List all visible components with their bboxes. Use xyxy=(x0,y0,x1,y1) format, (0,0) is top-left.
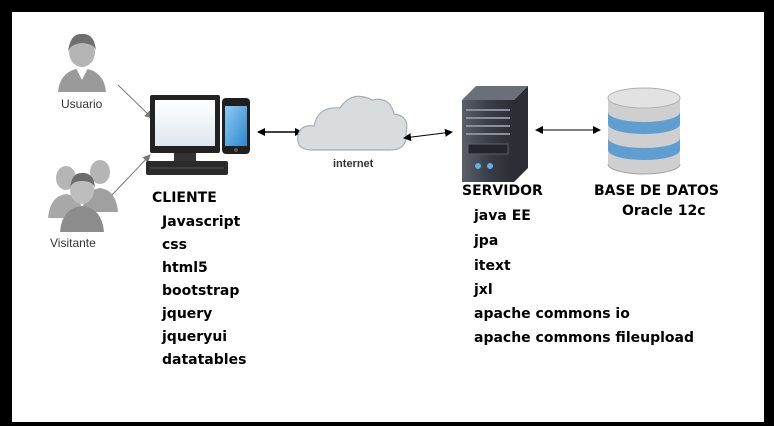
cliente-item: datatables xyxy=(162,352,246,368)
visitante-group-icon xyxy=(48,160,118,232)
database-icon xyxy=(607,87,681,175)
servidor-item: jxl xyxy=(473,282,493,298)
server-tower-icon xyxy=(462,86,528,182)
internet-server-arrow xyxy=(403,128,453,142)
desktop-computer-icon xyxy=(146,95,228,175)
usuario-to-client-arrow xyxy=(117,84,153,119)
servidor-item: jpa xyxy=(473,233,498,249)
cliente-title: CLIENTE xyxy=(152,190,217,206)
servidor-item: apache commons fileupload xyxy=(474,330,694,346)
servidor-title: SERVIDOR xyxy=(462,183,543,199)
cliente-item: jqueryui xyxy=(161,329,227,345)
internet-label: internet xyxy=(333,158,374,170)
cliente-item: jquery xyxy=(161,306,212,322)
cliente-item: css xyxy=(162,237,187,253)
cliente-item: bootstrap xyxy=(162,283,239,299)
database-subtitle: Oracle 12c xyxy=(622,203,706,219)
mobile-phone-icon xyxy=(222,98,250,154)
cliente-item: html5 xyxy=(162,260,208,276)
cloud-icon xyxy=(297,95,408,151)
servidor-item: java EE xyxy=(473,208,531,224)
database-title: BASE DE DATOS xyxy=(594,183,719,199)
cliente-item: Javascript xyxy=(161,214,241,230)
servidor-item: itext xyxy=(474,258,511,274)
servidor-item: apache commons io xyxy=(474,306,630,322)
usuario-label: Usuario xyxy=(61,97,103,111)
visitante-to-client-arrow xyxy=(111,154,151,196)
usuario-person-icon xyxy=(58,33,106,92)
visitante-label: Visitante xyxy=(50,236,96,250)
